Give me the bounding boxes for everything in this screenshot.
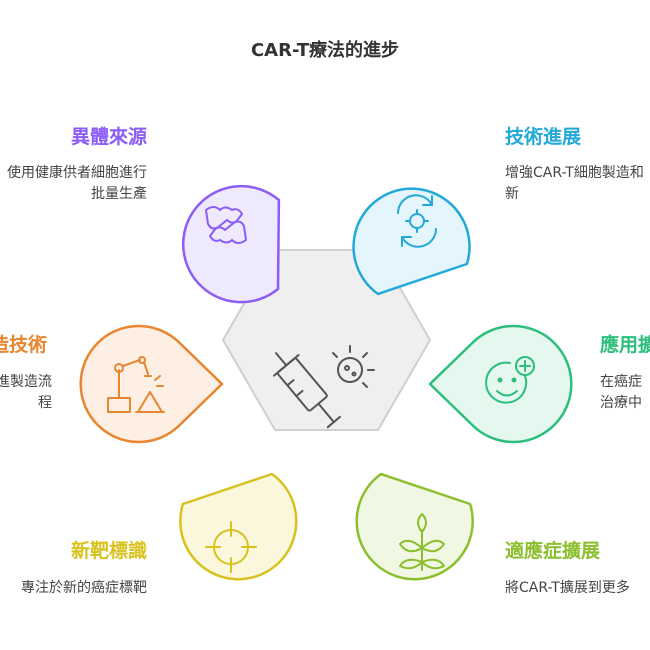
tech-advance-desc: 增強CAR-T細胞製造和 新 (505, 165, 644, 202)
plant-icon (399, 513, 445, 571)
indications-title: 適應症擴展 (505, 540, 601, 562)
indications-desc: 將CAR-T擴展到更多 (505, 580, 630, 596)
manufacturing-title: 製造技術 (0, 334, 47, 356)
crosshair-icon (205, 521, 257, 573)
robot-arm-icon (107, 356, 165, 413)
hands-cells-icon (205, 206, 247, 244)
allogeneic-title: 異體來源 (70, 126, 147, 148)
application-title: 應用擴展 (600, 334, 650, 356)
allogeneic-pin (181, 184, 281, 304)
tech-advance-pin (352, 187, 471, 296)
indications-pin (355, 472, 474, 581)
page-title: CAR-T療法的進步 (250, 40, 400, 61)
new-targets-title: 新靶標識 (70, 540, 147, 562)
allogeneic-desc: 使用健康供者細胞進行 批量生產 (7, 165, 147, 202)
smile-plus-icon (485, 356, 535, 404)
manufacturing-desc: 改進製造流 程 (0, 374, 52, 411)
new-targets-desc: 專注於新的癌症標靶 (21, 580, 147, 596)
tech-advance-title: 技術進展 (505, 126, 582, 148)
syringe-virus-icon (273, 345, 375, 429)
application-pin (428, 324, 573, 444)
application-desc: 在癌症 治療中 (600, 374, 642, 411)
gear-cycle-icon (397, 194, 437, 248)
new-targets-pin (179, 472, 298, 581)
